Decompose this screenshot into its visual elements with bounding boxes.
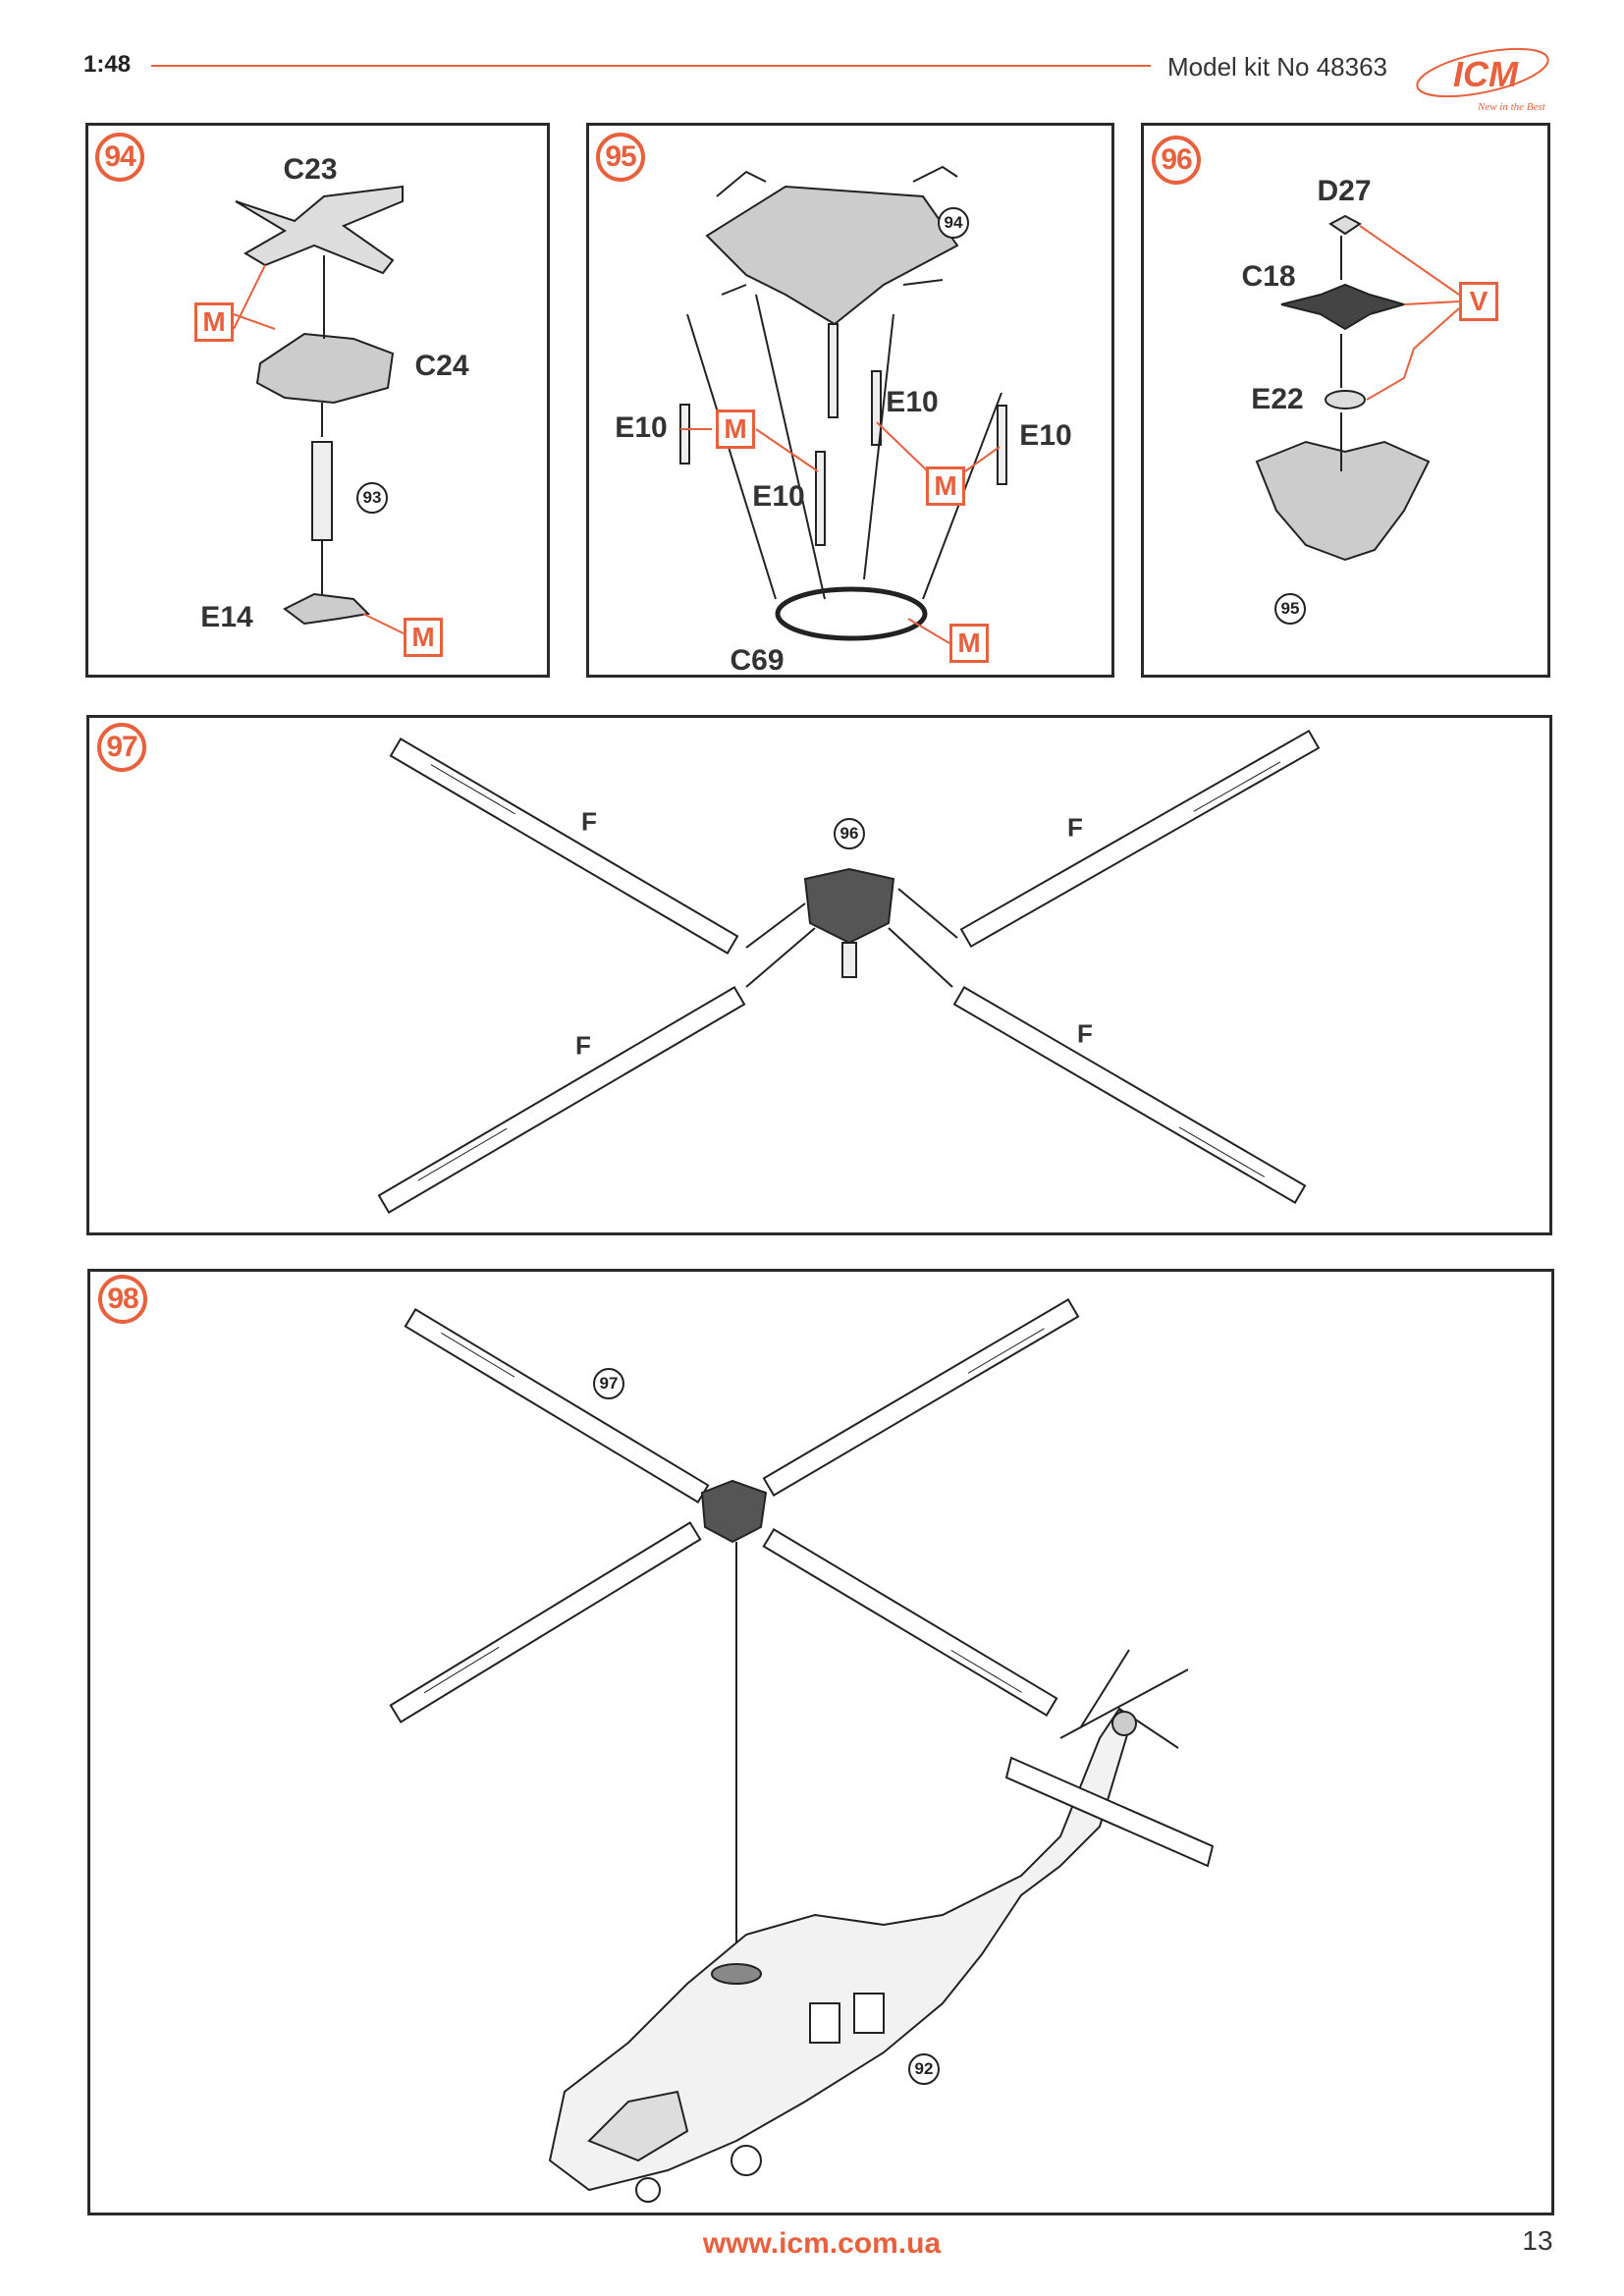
paint-mark-m: M	[949, 624, 989, 663]
part-label-e10: E10	[886, 386, 939, 418]
rotor-head-drawing	[705, 165, 959, 326]
step-ref-97: 97	[593, 1368, 624, 1399]
rotor-blade	[762, 1528, 1058, 1717]
footer-url[interactable]: www.icm.com.ua	[702, 2227, 942, 2260]
paint-mark-m: M	[716, 410, 755, 449]
page-number: 13	[1522, 2225, 1553, 2256]
rotor-hub-c24-drawing	[255, 332, 395, 405]
helicopter-drawing	[548, 1649, 1215, 2203]
part-label-e22: E22	[1251, 383, 1304, 415]
part-label-f: F	[1067, 812, 1083, 843]
paint-mark-m: M	[404, 618, 443, 657]
step-97-panel	[86, 715, 1552, 1235]
part-label-f: F	[575, 1030, 591, 1061]
paint-mark-v: V	[1459, 282, 1498, 321]
rotor-blade	[377, 986, 746, 1214]
rotor-blade	[762, 1298, 1080, 1497]
rotor-blade	[404, 1308, 710, 1503]
rotor-blade	[959, 729, 1321, 949]
part-label-e10: E10	[1019, 419, 1072, 452]
part-label-f: F	[581, 806, 597, 837]
step-95-badge: 95	[596, 133, 645, 182]
rotor-blade	[389, 738, 739, 955]
part-label-e14: E14	[200, 601, 253, 633]
step-94-badge: 94	[95, 133, 144, 182]
header-rule	[151, 65, 1151, 67]
rotor-blade	[389, 1521, 702, 1723]
step-ref-96: 96	[834, 818, 865, 849]
scale-label: 1:48	[83, 51, 132, 78]
svg-text:ICM: ICM	[1453, 54, 1519, 94]
step-97-badge: 97	[97, 723, 146, 772]
rotor-hub-97-drawing	[803, 867, 895, 978]
kit-number: Model kit No 48363	[1167, 52, 1388, 82]
part-label-c18: C18	[1241, 260, 1296, 293]
step-ref-94: 94	[938, 207, 969, 239]
part-label-c23: C23	[283, 153, 338, 186]
paint-mark-m: M	[926, 466, 965, 506]
part-label-d27: D27	[1317, 175, 1372, 207]
rotor-blade	[952, 985, 1307, 1205]
step-96-badge: 96	[1152, 136, 1201, 185]
part-label-e10: E10	[752, 480, 805, 513]
rotor-hub-98-drawing	[700, 1479, 768, 1544]
part-label-e10: E10	[615, 411, 668, 444]
paint-mark-m: M	[194, 302, 234, 342]
rotor-hub-c23-drawing	[235, 185, 404, 275]
icm-logo: ICM New in the Best	[1414, 41, 1556, 115]
step-98-badge: 98	[98, 1275, 147, 1324]
step-ref-92: 92	[908, 2053, 940, 2085]
part-label-c24: C24	[414, 350, 469, 382]
part-label-f: F	[1077, 1018, 1093, 1049]
svg-text:New in the Best: New in the Best	[1477, 101, 1546, 113]
part-label-c69: C69	[730, 644, 785, 677]
step-ref-95: 95	[1274, 593, 1306, 625]
step-ref-93: 93	[356, 482, 388, 514]
